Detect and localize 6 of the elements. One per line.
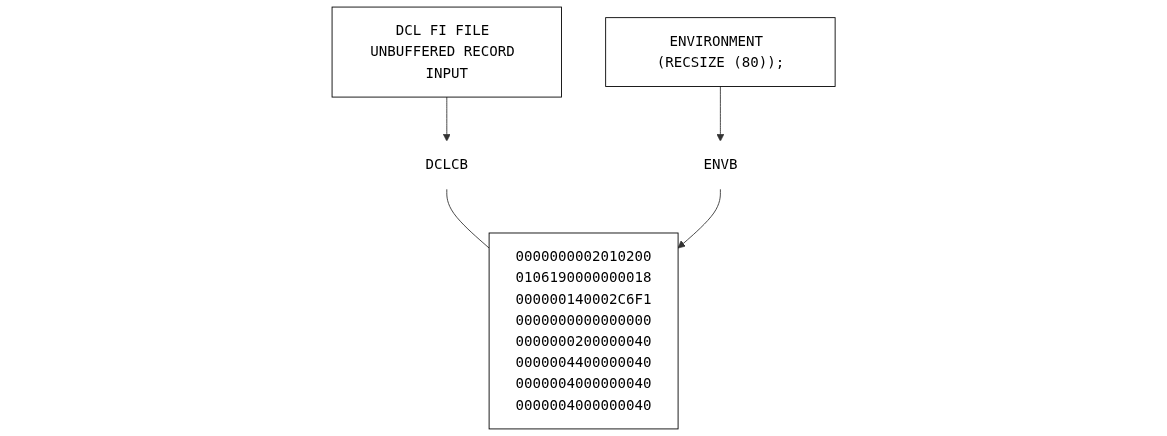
node-box: 0000000002010200 0106190000000018 000000140002C6F1 0000000000000000 0000000200000040 0000004400000040 0000004000000040 0000004000000040 xyxy=(488,232,679,430)
node-box: ENVIRONMENT (RECSIZE (80)); xyxy=(605,17,836,87)
node-box: DCL FI FILE UNBUFFERED RECORD INPUT xyxy=(331,6,562,98)
node-text: DCLCB xyxy=(425,156,468,173)
node-text: ENVB xyxy=(703,156,738,173)
connector xyxy=(446,188,490,249)
